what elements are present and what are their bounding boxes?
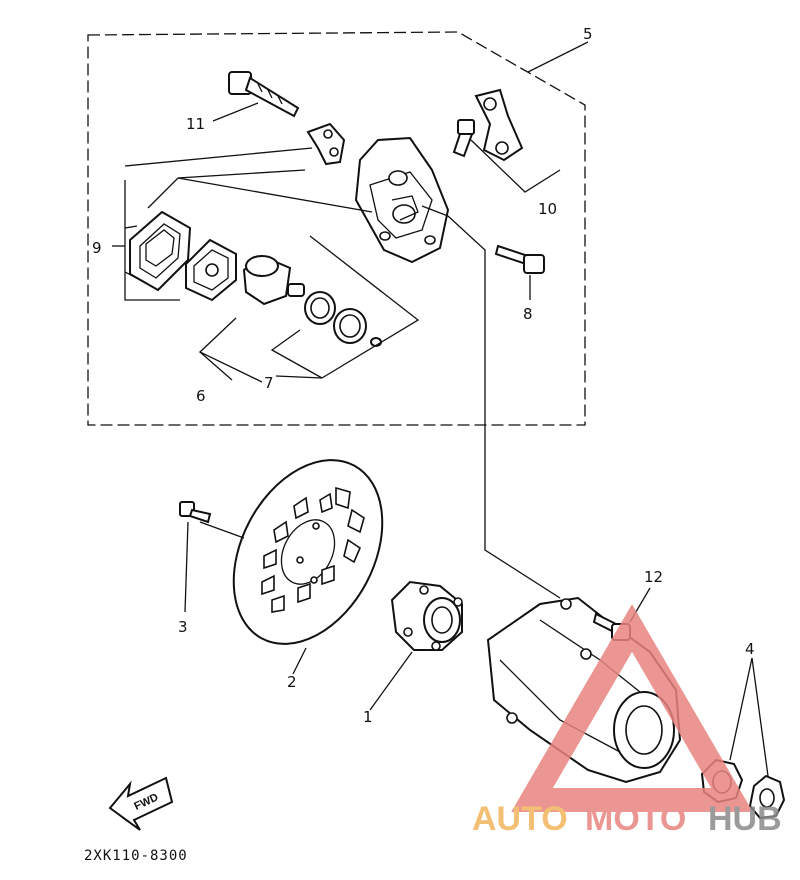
callout-2: 2 (287, 673, 297, 691)
callout-6: 6 (196, 387, 206, 405)
watermark-triangle (511, 604, 753, 812)
mounting-bolt (494, 244, 545, 274)
callout-4: 4 (745, 640, 755, 658)
caliper-body (354, 136, 450, 264)
pin-bolt (228, 71, 300, 118)
caliper-assembly-boundary (87, 31, 586, 426)
diagram-code: 2XK110-8300 (84, 848, 188, 864)
callout-7: 7 (264, 374, 274, 392)
callout-9: 9 (92, 239, 102, 257)
pad-spring (306, 122, 346, 166)
fwd-arrow: FWD (108, 776, 174, 831)
callout-3: 3 (178, 618, 188, 636)
watermark-text-auto: AUTO (472, 800, 568, 838)
watermark: AUTO MOTO HUB (472, 604, 782, 838)
caliper-piston (242, 254, 305, 306)
lock-nut-2 (748, 774, 786, 820)
bleed-screw (452, 119, 475, 158)
disc-bolt (179, 501, 212, 524)
brake-pad-2 (185, 238, 237, 302)
brake-disc (232, 459, 384, 645)
brake-pad-1 (129, 210, 192, 292)
callout-10: 10 (538, 200, 557, 218)
piston-seal-1 (304, 291, 336, 325)
callout-12: 12 (644, 568, 663, 586)
watermark-text-hub: HUB (708, 800, 782, 838)
bleed-cap (474, 88, 524, 162)
callout-1: 1 (363, 708, 373, 726)
callout-11: 11 (186, 115, 205, 133)
callout-8: 8 (523, 305, 533, 323)
piston-seal-2 (333, 308, 367, 344)
hub-flange (390, 580, 463, 651)
watermark-text-moto: MOTO (585, 800, 686, 838)
callout-5: 5 (583, 25, 593, 43)
